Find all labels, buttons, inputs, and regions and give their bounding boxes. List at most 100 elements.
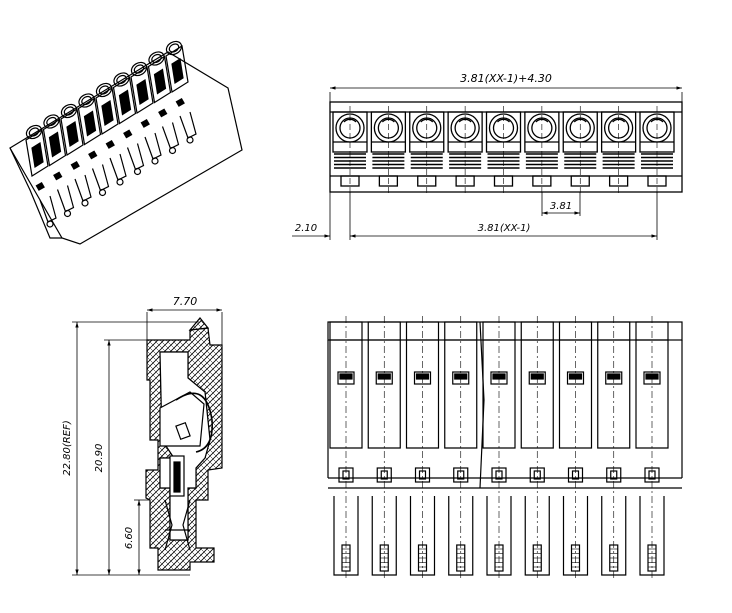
iso-terminal-7: [130, 61, 162, 165]
bottom-terminal-1: [329, 316, 363, 580]
iso-pin-end: [186, 136, 194, 144]
iso-terminal-3: [60, 103, 92, 207]
iso-pin-end: [63, 209, 72, 218]
iso-terminal-2: [42, 114, 75, 218]
iso-pin-end: [46, 220, 54, 228]
iso-pin-end: [133, 167, 142, 176]
iso-pin-leg: [126, 143, 145, 171]
iso-latch: [140, 118, 150, 128]
iso-wire-entry: [25, 124, 43, 140]
iso-cell-face: [112, 76, 137, 125]
iso-terminal-1: [25, 124, 57, 228]
front-terminal-3: [409, 106, 445, 196]
front-pin-tab: [340, 175, 360, 187]
iso-release-slot: [31, 142, 44, 168]
iso-cell-face: [95, 87, 119, 135]
iso-cell-face: [77, 97, 102, 146]
bottom-terminal-4: [444, 316, 478, 580]
iso-wire-entry: [95, 82, 113, 98]
iso-wire-entry-inner: [46, 116, 57, 127]
front-pin-tab: [378, 175, 399, 187]
pin-height-label: 6.60: [124, 527, 135, 549]
front-pin-tab: [417, 175, 437, 187]
iso-release-slot: [66, 121, 79, 147]
front-pin-tab: [608, 175, 629, 187]
side-width-label: 7.70: [173, 295, 198, 308]
front-view: [329, 101, 683, 196]
total-height-label: 22.80(REF): [62, 420, 73, 475]
isometric-view: [9, 40, 243, 245]
iso-pin-leg: [39, 195, 57, 223]
bottom-terminal-6: [520, 316, 554, 580]
bottom-view: [327, 316, 683, 580]
iso-latch: [70, 160, 80, 170]
iso-terminal-6: [112, 72, 145, 176]
front-terminal-5: [485, 106, 522, 196]
iso-latch: [123, 129, 133, 139]
bottom-top-rail: [327, 321, 683, 341]
iso-wire-entry-inner: [133, 64, 145, 74]
iso-release-slot: [48, 131, 62, 158]
bottom-terminal-2: [367, 316, 401, 580]
bottom-terminal-5: [482, 316, 516, 580]
iso-left-edge: [9, 147, 62, 239]
iso-terminal-4: [77, 93, 110, 197]
edge-offset-label: 2.10: [295, 223, 317, 234]
overall-width-label: 3.81(XX-1)+4.30: [460, 72, 552, 85]
iso-terminal-8: [147, 51, 180, 155]
front-terminal-7: [562, 106, 598, 196]
front-terminal-4: [447, 106, 483, 196]
front-terminal-8: [600, 106, 637, 196]
bottom-terminal-9: [635, 316, 669, 580]
iso-terminal-5: [95, 82, 127, 186]
front-terminal-2: [370, 106, 407, 196]
iso-release-slot: [101, 100, 114, 126]
body-height-label: 20.90: [94, 444, 105, 473]
iso-pin-end: [81, 199, 89, 207]
iso-cell-face: [60, 108, 84, 156]
bottom-break-line: [479, 321, 485, 489]
front-pin-tab: [455, 175, 475, 187]
iso-pin-leg: [179, 111, 197, 139]
iso-release-slot: [171, 58, 184, 84]
iso-cell-face: [25, 129, 49, 177]
iso-pin-end: [116, 178, 124, 186]
iso-wire-entry-inner: [28, 127, 40, 137]
iso-release-slot: [118, 89, 132, 116]
iso-wire-entry: [60, 103, 78, 119]
bottom-side-edges: [327, 340, 683, 478]
iso-release-slot: [153, 68, 167, 95]
iso-wire-entry: [113, 72, 130, 87]
iso-latch: [158, 108, 168, 118]
iso-wire-entry-inner: [98, 85, 110, 95]
side-contact-core: [173, 461, 181, 493]
front-pin-tab: [532, 175, 552, 187]
iso-wire-entry: [148, 51, 165, 66]
front-dimensions: [292, 86, 683, 240]
iso-wire-entry: [165, 40, 183, 56]
iso-pin-leg: [144, 132, 162, 160]
iso-pin-leg: [56, 185, 75, 213]
iso-pin-leg: [161, 122, 180, 150]
iso-cell-face: [130, 66, 154, 114]
side-top-latch: [188, 317, 210, 331]
iso-latch: [35, 181, 45, 191]
iso-pin-leg: [91, 164, 110, 192]
iso-latch: [53, 171, 63, 181]
front-terminal-6: [524, 106, 560, 196]
iso-cell-face: [42, 118, 67, 167]
front-body-outline: [329, 101, 683, 193]
front-pin-tab: [647, 175, 667, 187]
iso-terminal-9: [165, 40, 197, 144]
iso-latch: [175, 97, 185, 107]
iso-pin-leg: [74, 174, 92, 202]
front-pin-tab: [570, 175, 590, 187]
pin-span-label: 3.81(XX-1): [478, 223, 531, 234]
bottom-terminal-7: [558, 316, 593, 580]
iso-release-slot: [136, 79, 149, 105]
side-spring-curve: [175, 392, 213, 453]
iso-wire-entry: [130, 61, 148, 77]
side-section-view: [145, 317, 223, 571]
iso-release-slot: [83, 110, 97, 137]
